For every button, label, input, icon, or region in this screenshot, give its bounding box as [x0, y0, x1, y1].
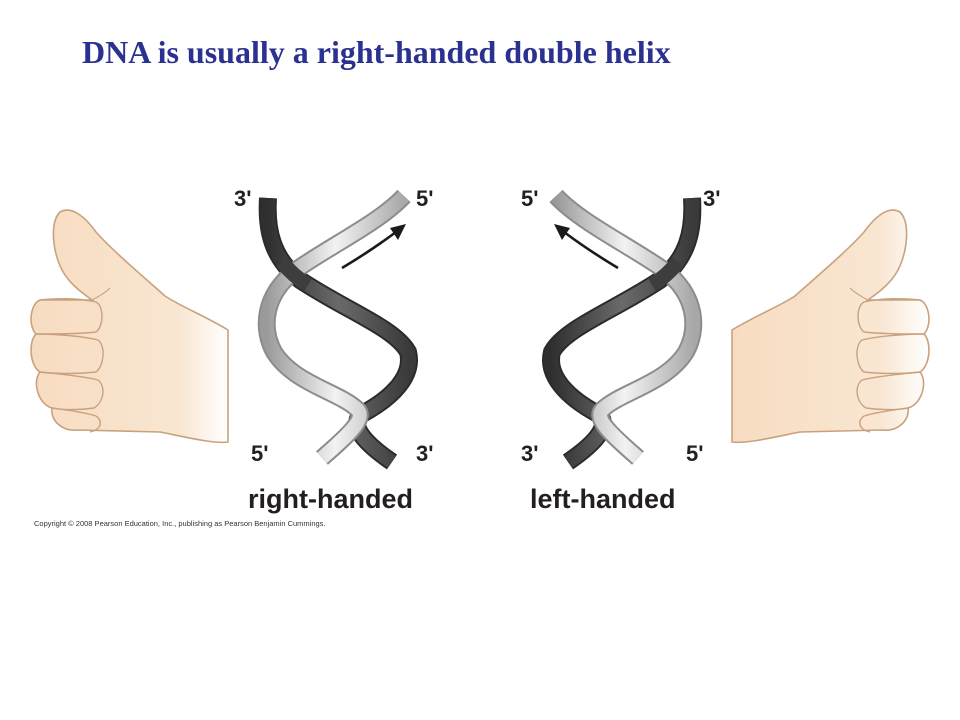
direction-arrow-icon	[563, 230, 619, 270]
rh-bottom-right-label: 3'	[416, 441, 433, 466]
rh-top-right-label: 5'	[416, 186, 433, 211]
lh-bottom-right-label: 5'	[686, 441, 703, 466]
copyright-note: Copyright © 2008 Pearson Education, Inc.…	[34, 519, 326, 528]
rh-bottom-left-label: 5'	[251, 441, 268, 466]
lh-caption: left-handed	[530, 484, 676, 514]
lh-bottom-left-label: 3'	[521, 441, 538, 466]
slide-title: DNA is usually a right-handed double hel…	[82, 34, 671, 70]
rh-top-left-label: 3'	[234, 186, 251, 211]
lh-top-left-label: 5'	[521, 186, 538, 211]
right-thumbs-up-icon	[731, 209, 930, 444]
lh-top-right-label: 3'	[703, 186, 720, 211]
left-handed-helix	[542, 189, 703, 470]
direction-arrow-icon	[341, 230, 397, 270]
rh-caption: right-handed	[248, 484, 413, 514]
left-thumbs-up-icon	[30, 209, 229, 444]
right-handed-helix	[257, 189, 418, 470]
